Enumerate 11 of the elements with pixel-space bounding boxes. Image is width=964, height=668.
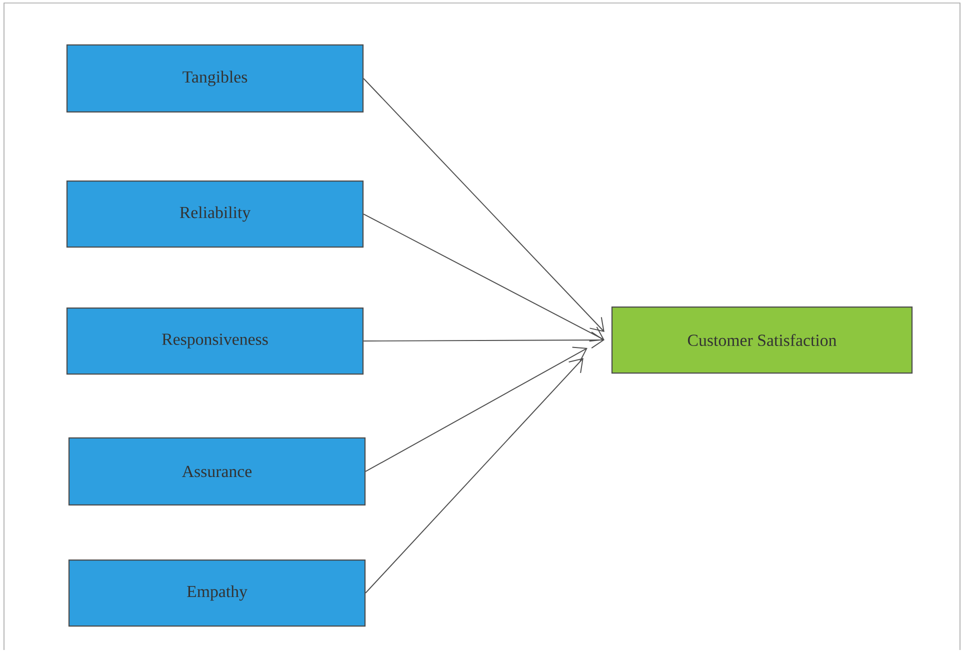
arrow [363, 214, 604, 342]
factor-box: Reliability [66, 180, 364, 248]
arrow [365, 358, 584, 594]
factor-box: Tangibles [66, 44, 364, 113]
factor-box: Responsiveness [66, 307, 364, 375]
factor-box: Assurance [68, 437, 366, 506]
arrow [363, 332, 604, 349]
arrow [363, 78, 604, 332]
arrow [365, 346, 588, 472]
factor-box: Empathy [68, 559, 366, 627]
outcome-box: Customer Satisfaction [611, 306, 913, 374]
